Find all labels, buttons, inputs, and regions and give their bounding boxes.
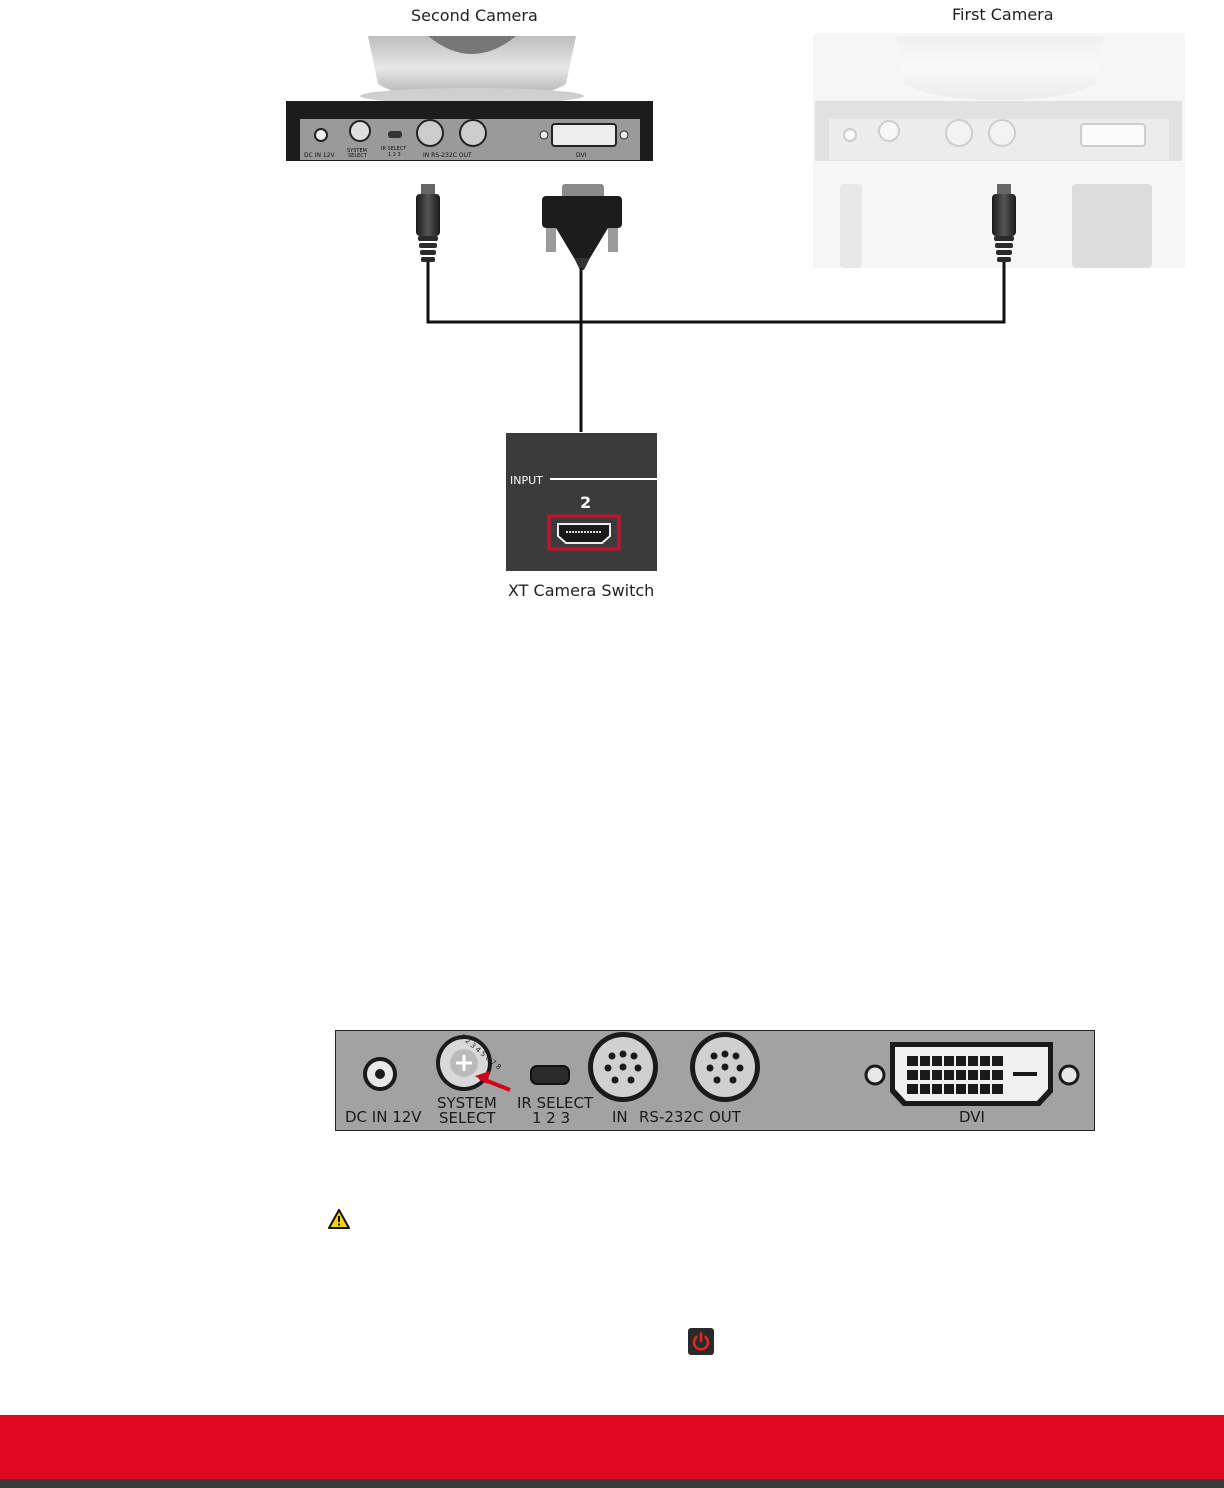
first-camera	[813, 33, 1185, 268]
small-ir-label: IR SELECT	[381, 146, 407, 152]
rs232-out-port	[690, 1032, 760, 1102]
second-camera-dvi-plug	[542, 184, 622, 270]
camera-rear-panel: 1 2 3 4 5 6 7 8	[335, 1030, 1095, 1131]
small-dc-label: DC IN 12V	[304, 152, 336, 159]
panel-select-label: SELECT	[439, 1109, 496, 1127]
small-ir-nums: 1 2 3	[388, 152, 401, 158]
first-camera-label: First Camera	[952, 5, 1054, 24]
first-camera-rs232-plug	[992, 184, 1016, 262]
panel-ir-numbers: 1 2 3	[532, 1109, 570, 1127]
rs232-in-port	[588, 1032, 658, 1102]
panel-out-label: OUT	[709, 1108, 742, 1126]
panel-dc-label: DC IN 12V	[345, 1108, 422, 1126]
system-select-dial: 1 2 3 4 5 6 7 8	[436, 1033, 503, 1091]
small-rs-label: IN RS-232C OUT	[423, 152, 472, 159]
red-arrow-pointer	[475, 1071, 511, 1092]
footer-brand-bar	[0, 1415, 1224, 1479]
diagram-svg: DC IN 12V SYSTEM SELECT IR SELECT 1 2 3 …	[286, 33, 1185, 571]
warning-icon	[328, 1209, 350, 1229]
power-icon	[688, 1328, 714, 1355]
panel-ir-label: IR SELECT	[517, 1094, 594, 1112]
connection-wires	[426, 262, 1006, 432]
second-camera-label: Second Camera	[411, 6, 538, 25]
ir-select-switch	[530, 1065, 570, 1085]
footer-dark-bar	[0, 1479, 1224, 1488]
second-camera: DC IN 12V SYSTEM SELECT IR SELECT 1 2 3 …	[286, 36, 653, 161]
panel-rs232c-label: RS-232C	[639, 1108, 703, 1126]
switch-input-label: INPUT	[510, 474, 543, 487]
dc-in-jack	[363, 1057, 397, 1091]
small-dvi-label: DVI	[576, 152, 587, 159]
xt-camera-switch: INPUT 2	[506, 433, 657, 571]
small-system-label: SYSTEM	[347, 148, 367, 154]
xt-camera-switch-label: XT Camera Switch	[508, 581, 655, 600]
small-select-label: SELECT	[348, 153, 368, 159]
panel-dvi-label: DVI	[959, 1108, 985, 1126]
switch-input-number: 2	[580, 493, 591, 512]
dvi-port	[864, 1042, 1080, 1106]
panel-system-label: SYSTEM	[437, 1094, 497, 1112]
second-camera-rs232-plug	[416, 184, 440, 262]
panel-in-label: IN	[612, 1108, 628, 1126]
